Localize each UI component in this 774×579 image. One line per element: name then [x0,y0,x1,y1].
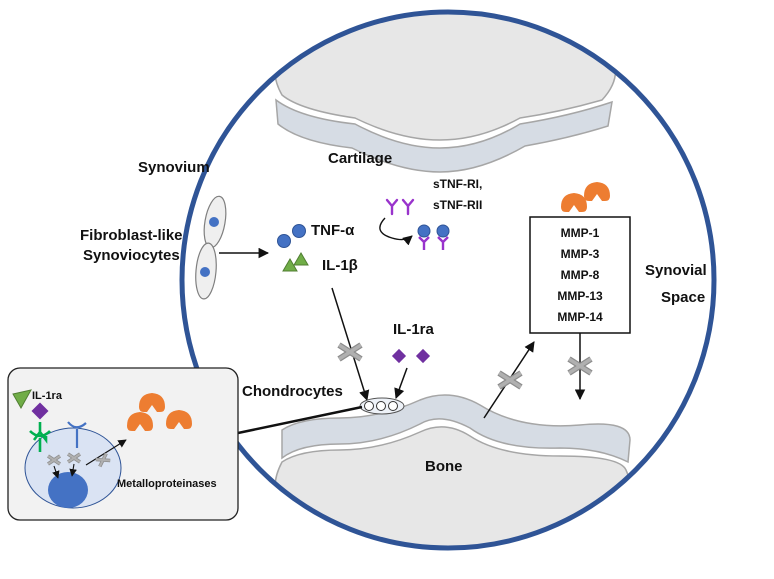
tnf-alpha-label: TNF-α [311,222,355,239]
il1ra-molecules [391,348,431,364]
cartilage-label: Cartilage [328,150,392,167]
mmp-molecules-top [561,182,610,212]
bone-label: Bone [425,458,463,475]
mmp-item: MMP-14 [557,310,603,324]
mmp-item: MMP-3 [561,247,600,261]
synovial-space-line1: Synovial [645,262,707,279]
upper-bone [274,12,617,141]
chondrocyte-cells [359,397,405,415]
il1b-label: IL-1β [322,257,358,274]
mmp-item: MMP-13 [557,289,603,303]
inset-chondrocyte-panel [7,367,239,521]
chondrocytes-label: Chondrocytes [242,383,343,400]
fls-label-line2: Synoviocytes [83,247,180,264]
synovial-space-line2: Space [661,289,705,306]
il1b-molecules [282,252,309,272]
il1b-to-chondrocyte-arrow [331,287,370,402]
il1ra-arrow [394,367,408,399]
il1ra-label: IL-1ra [393,321,435,338]
metalloproteinases-label: Metalloproteinases [117,478,217,490]
mmp-list-box [529,216,631,334]
fls-label-line1: Fibroblast-like [80,227,183,244]
stnf-label-line1: sTNF-RI, [433,177,482,191]
binding-arrow [379,217,413,246]
tnf-alpha-molecules [277,224,306,248]
upper-cartilage [275,98,613,173]
stnf-label-line2: sTNF-RII [433,198,482,212]
stnf-receptors [385,198,415,216]
synoviocyte-cells [195,195,227,300]
mmp-item: MMP-8 [561,268,600,282]
inset-il1ra-label: IL-1ra [32,390,63,402]
joint-capsule [179,9,717,551]
mmp-release-inhibition-x [499,373,521,387]
lower-bone [274,426,631,548]
bound-tnf-complexes [417,224,450,250]
mmp-item: MMP-1 [561,226,600,240]
inset-connector-line [237,405,363,435]
synovium-label: Synovium [138,159,210,176]
